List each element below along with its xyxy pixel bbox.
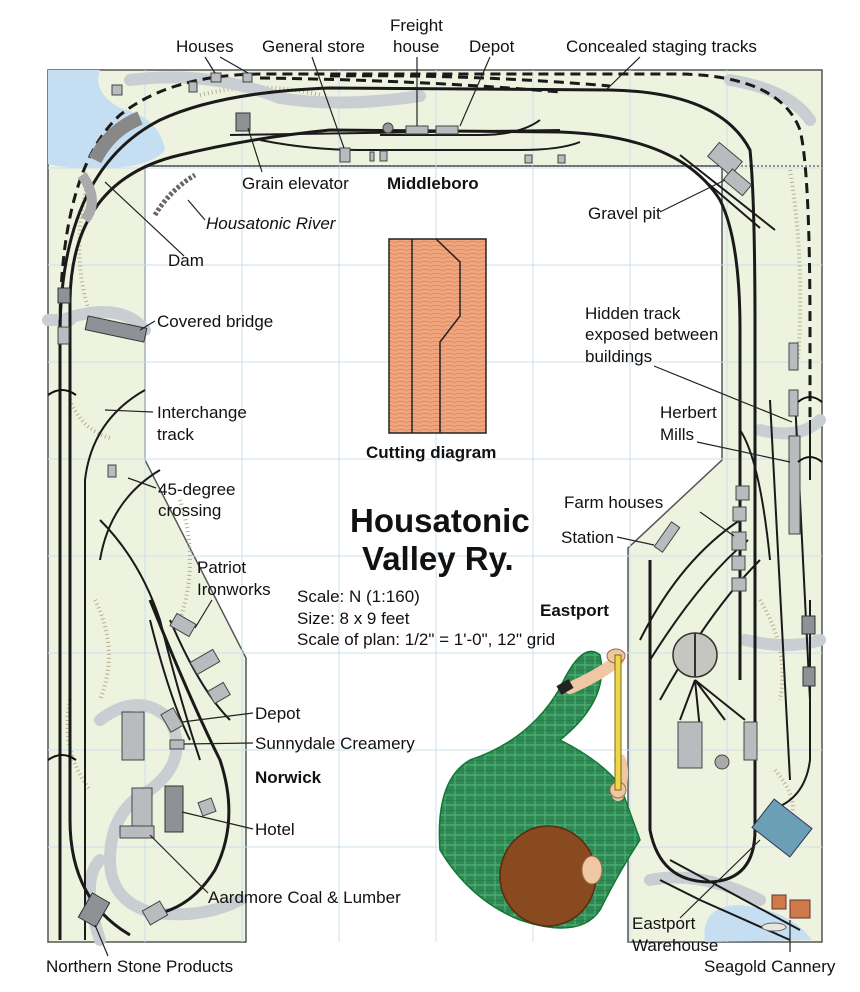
town-norwick: Norwick bbox=[255, 768, 322, 787]
label-depot-middleboro: Depot bbox=[469, 37, 515, 56]
info-scale: Scale: N (1:160) bbox=[297, 587, 420, 606]
tape-measure bbox=[614, 654, 622, 791]
cutting-diagram bbox=[388, 238, 487, 434]
label-farm: Farm houses bbox=[564, 493, 663, 512]
river-bridge bbox=[152, 172, 197, 217]
info-plan-scale: Scale of plan: 1/2" = 1'-0", 12" grid bbox=[297, 630, 555, 649]
buildings bbox=[57, 72, 816, 932]
person-illustration bbox=[438, 648, 641, 929]
label-depot-norwick: Depot bbox=[255, 704, 301, 723]
label-staging: Concealed staging tracks bbox=[566, 37, 757, 56]
town-eastport: Eastport bbox=[540, 601, 609, 620]
dam-face bbox=[77, 172, 97, 223]
title-line-1: Housatonic bbox=[350, 502, 530, 539]
town-middleboro: Middleboro bbox=[387, 174, 479, 193]
eastport-warehouse-bld bbox=[751, 798, 813, 858]
dam bbox=[88, 111, 143, 164]
label-houses: Houses bbox=[176, 37, 234, 56]
label-covered-bridge: Covered bridge bbox=[157, 312, 273, 331]
label-dam: Dam bbox=[168, 251, 204, 270]
label-cannery: Seagold Cannery bbox=[704, 957, 836, 976]
label-herbert-1: Herbert bbox=[660, 403, 717, 422]
label-gravel: Gravel pit bbox=[588, 204, 661, 223]
label-warehouse-1: Eastport bbox=[632, 914, 696, 933]
covered-bridge bbox=[84, 315, 148, 343]
title-line-2: Valley Ry. bbox=[362, 540, 514, 577]
info-size: Size: 8 x 9 feet bbox=[297, 609, 410, 628]
label-freight-house-1: Freight bbox=[390, 16, 443, 35]
label-hotel: Hotel bbox=[255, 820, 295, 839]
label-northern: Northern Stone Products bbox=[46, 957, 233, 976]
label-cutting-diagram: Cutting diagram bbox=[366, 443, 496, 462]
label-freight-house-2: house bbox=[393, 37, 439, 56]
label-coal: Aardmore Coal & Lumber bbox=[208, 888, 401, 907]
label-interchange-2: track bbox=[157, 425, 194, 444]
label-herbert-2: Mills bbox=[660, 425, 694, 444]
label-interchange-1: Interchange bbox=[157, 403, 247, 422]
label-hidden-3: buildings bbox=[585, 347, 652, 366]
label-general-store: General store bbox=[262, 37, 365, 56]
label-creamery: Sunnydale Creamery bbox=[255, 734, 415, 753]
label-crossing-2: crossing bbox=[158, 501, 221, 520]
label-warehouse-2: Warehouse bbox=[632, 936, 718, 955]
label-station: Station bbox=[561, 528, 614, 547]
label-river: Housatonic River bbox=[206, 214, 337, 233]
label-patriot-2: Ironworks bbox=[197, 580, 271, 599]
label-crossing-1: 45-degree bbox=[158, 480, 236, 499]
leader-lines bbox=[94, 56, 793, 957]
label-grain: Grain elevator bbox=[242, 174, 349, 193]
label-patriot-1: Patriot bbox=[197, 558, 246, 577]
label-hidden-2: exposed between bbox=[585, 325, 718, 344]
housatonic-river bbox=[48, 70, 165, 169]
label-hidden-1: Hidden track bbox=[585, 304, 681, 323]
